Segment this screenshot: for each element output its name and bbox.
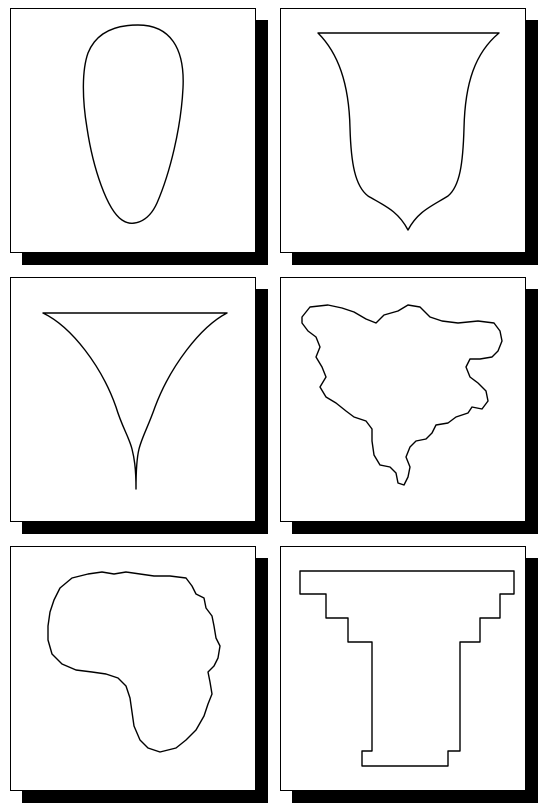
bell-shield-icon xyxy=(280,8,526,253)
flared-funnel-icon xyxy=(10,277,256,522)
shape-panel-2 xyxy=(280,8,526,253)
africa-like-region-icon xyxy=(10,546,256,791)
irregular-region-icon xyxy=(280,277,526,522)
shape-panel-3 xyxy=(10,277,256,522)
egg-oval-icon xyxy=(10,8,256,253)
stepped-pedestal-icon xyxy=(280,546,526,791)
shape-panel-4 xyxy=(280,277,526,522)
shape-panel-6 xyxy=(280,546,526,791)
shape-panel-1 xyxy=(10,8,256,253)
shape-panel-5 xyxy=(10,546,256,791)
